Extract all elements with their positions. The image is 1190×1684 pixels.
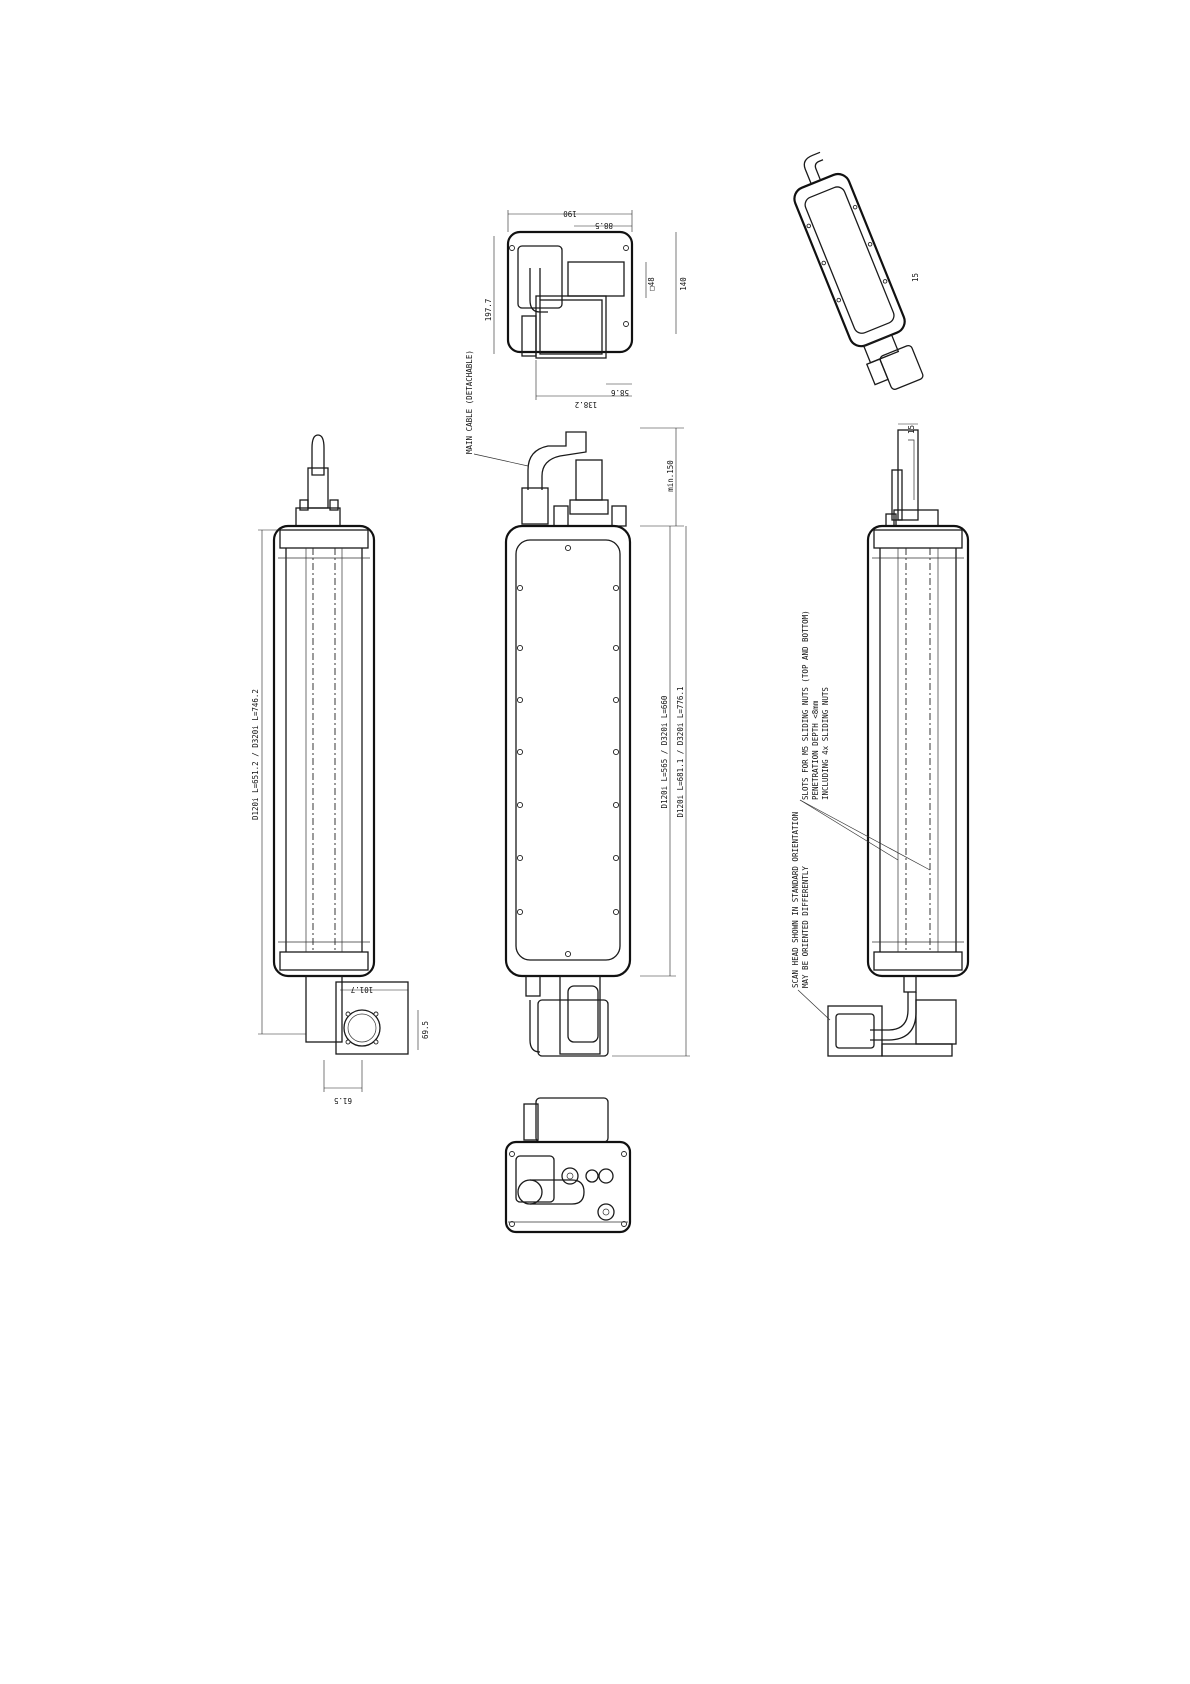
top-dim-58-6: 58.6: [610, 388, 629, 397]
left-dim-69-5: 69.5: [421, 1021, 430, 1039]
front-view: min.150 D120i L=565 / D320i L=660 D120i …: [465, 350, 690, 1057]
iso-dim-15: 15: [911, 273, 920, 282]
front-dim-min-150: min.150: [666, 460, 675, 492]
right-side-view: 15 SLOTS FOR M5 SLIDING NUTS (TOP AND BO…: [791, 423, 970, 1057]
top-dim-197-7: 197.7: [484, 299, 493, 322]
left-dim-101-7: 101.7: [351, 985, 374, 994]
scan-head-note-line1: SCAN HEAD SHOWN IN STANDARD ORIENTATION: [791, 812, 800, 988]
front-length-b: D120i L=681.1 / D320i L=776.1: [676, 687, 685, 818]
top-dim-138-2: 138.2: [575, 400, 598, 409]
top-dim-190: 190: [563, 209, 577, 218]
front-length-a: D120i L=565 / D320i L=660: [660, 695, 669, 808]
slots-note-line3: INCLUDING 4x SLIDING NUTS: [821, 687, 830, 800]
isometric-view: [793, 151, 924, 390]
top-dim-140: 140: [679, 277, 688, 291]
bottom-view: [504, 1097, 632, 1234]
top-view: 190 88.5 197.7 □48 140 138.2 58.6: [484, 209, 688, 409]
left-length-label: D120i L=651.2 / D320i L=746.2: [251, 689, 260, 820]
left-side-view: D120i L=651.2 / D320i L=746.2 101.7 69.5…: [251, 434, 430, 1105]
right-dim-15: 15: [907, 425, 916, 434]
slots-note-line2: PENETRATION DEPTH <8mm: [811, 700, 820, 800]
scan-head-note-line2: MAY BE ORIENTED DIFFERENTLY: [801, 866, 810, 988]
top-dim-88-5: 88.5: [595, 221, 613, 230]
main-cable-note: MAIN CABLE (DETACHABLE): [465, 350, 474, 454]
left-dim-61-5: 61.5: [334, 1096, 352, 1105]
slots-note-line1: SLOTS FOR M5 SLIDING NUTS (TOP AND BOTTO…: [801, 610, 810, 800]
top-dim-48: □48: [647, 277, 656, 291]
